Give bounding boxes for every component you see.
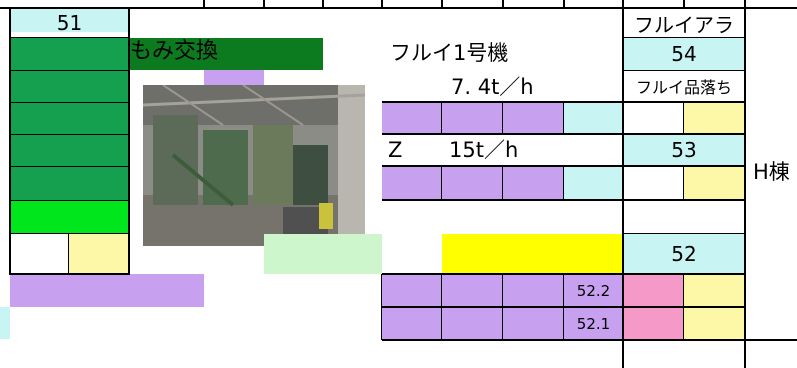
row521-lav-3 — [503, 307, 564, 340]
grid-line — [9, 166, 130, 167]
row521-lav-4 — [564, 307, 623, 340]
grid-line — [441, 166, 442, 200]
grid-line — [502, 166, 503, 200]
tick — [683, 0, 685, 8]
grid-line — [683, 166, 684, 200]
row2-lav-2 — [442, 166, 503, 200]
lavender-strip-bottom — [10, 274, 204, 307]
row521-lav-2 — [442, 307, 503, 340]
yellow-small-cell — [69, 234, 129, 274]
tick — [744, 0, 746, 8]
cell-53 — [623, 134, 745, 166]
grid-line — [9, 70, 130, 71]
rate-7-4-label: 7. 4t／h — [451, 75, 534, 99]
green-cell-5 — [10, 166, 129, 200]
tick — [563, 0, 565, 8]
row2-lav-1 — [382, 166, 442, 200]
green-cell-2 — [10, 70, 129, 102]
grid-line — [9, 273, 130, 275]
bin-53-label: 53 — [671, 138, 697, 162]
grid-line — [563, 166, 564, 200]
green-cell-3 — [10, 102, 129, 134]
row521-pink — [623, 307, 684, 340]
row522-pink — [623, 274, 684, 307]
grid-line — [382, 133, 745, 135]
cell-54 — [623, 38, 745, 70]
row1-lav-1 — [382, 102, 442, 134]
cell-52 — [623, 234, 745, 274]
green-cell-4 — [10, 134, 129, 166]
tick — [203, 0, 205, 8]
grid-line — [381, 274, 382, 340]
husk-exchange-banner — [129, 38, 323, 70]
bin-54-label: 54 — [671, 42, 697, 66]
cell-fului-ara — [623, 8, 745, 32]
sieve-machine-1-label: フルイ1号機 — [390, 41, 509, 65]
sieve-drop-label: フルイ品落ち — [635, 78, 732, 97]
building-h-label: H棟 — [753, 160, 790, 184]
z-label: Z — [388, 138, 403, 162]
grid-line — [9, 233, 130, 234]
grid-line — [68, 234, 69, 274]
rate-15-label: 15t／h — [449, 138, 519, 162]
grid-line — [441, 102, 442, 134]
sieve-ara-label: フルイアラ — [634, 12, 734, 37]
grid-line — [502, 102, 503, 134]
grid-line — [9, 7, 11, 275]
row522-yellow — [684, 274, 745, 307]
green-cell-1 — [10, 38, 129, 70]
grid-line — [9, 102, 130, 103]
grid-line — [623, 37, 745, 38]
grid-line — [623, 233, 745, 234]
row1-lav-2 — [442, 102, 503, 134]
grid-line — [502, 274, 503, 340]
factory-photo-icon — [143, 85, 365, 246]
grid-line — [9, 200, 130, 201]
tick — [322, 0, 324, 8]
grid-line — [9, 134, 130, 135]
grid-line — [382, 339, 797, 341]
grid-line — [563, 102, 564, 134]
bin-52-label: 52 — [671, 242, 697, 266]
grid-line — [0, 7, 797, 9]
row522-lav-4 — [564, 274, 623, 307]
row2-cyan — [564, 166, 623, 200]
yellow-bar — [442, 234, 623, 274]
bin-51-label: 51 — [56, 11, 83, 35]
tick — [381, 0, 383, 8]
grid-line — [623, 70, 745, 71]
tick — [622, 0, 624, 8]
grid-line — [128, 7, 130, 275]
pale-green-cell — [264, 234, 382, 274]
row2-yellow — [684, 166, 745, 200]
grid-line — [744, 7, 746, 368]
row522-lav-3 — [503, 274, 564, 307]
cell-51-header — [10, 8, 129, 32]
grid-line — [441, 274, 442, 340]
lavender-strip-top — [204, 70, 264, 86]
row1-lav-3 — [503, 102, 564, 134]
tick — [502, 0, 504, 8]
grid-line — [563, 274, 564, 340]
row1-yellow — [684, 102, 745, 134]
grid-line — [622, 7, 624, 368]
row521-yellow — [684, 307, 745, 340]
grid-line — [382, 199, 745, 201]
row2-lav-3 — [503, 166, 564, 200]
row522-lav-1 — [382, 274, 442, 307]
tick — [263, 0, 265, 8]
value-52-1: 52.1 — [576, 314, 611, 333]
cyan-edge — [0, 307, 10, 339]
grid-line — [9, 37, 130, 38]
row521-lav-1 — [382, 307, 442, 340]
grid-line — [683, 102, 684, 134]
row522-lav-2 — [442, 274, 503, 307]
value-52-2: 52.2 — [576, 281, 611, 300]
husk-exchange-label: もみ交換 — [130, 39, 219, 64]
bright-green-cell — [10, 200, 129, 234]
row1-cyan — [564, 102, 623, 134]
tick — [441, 0, 443, 8]
